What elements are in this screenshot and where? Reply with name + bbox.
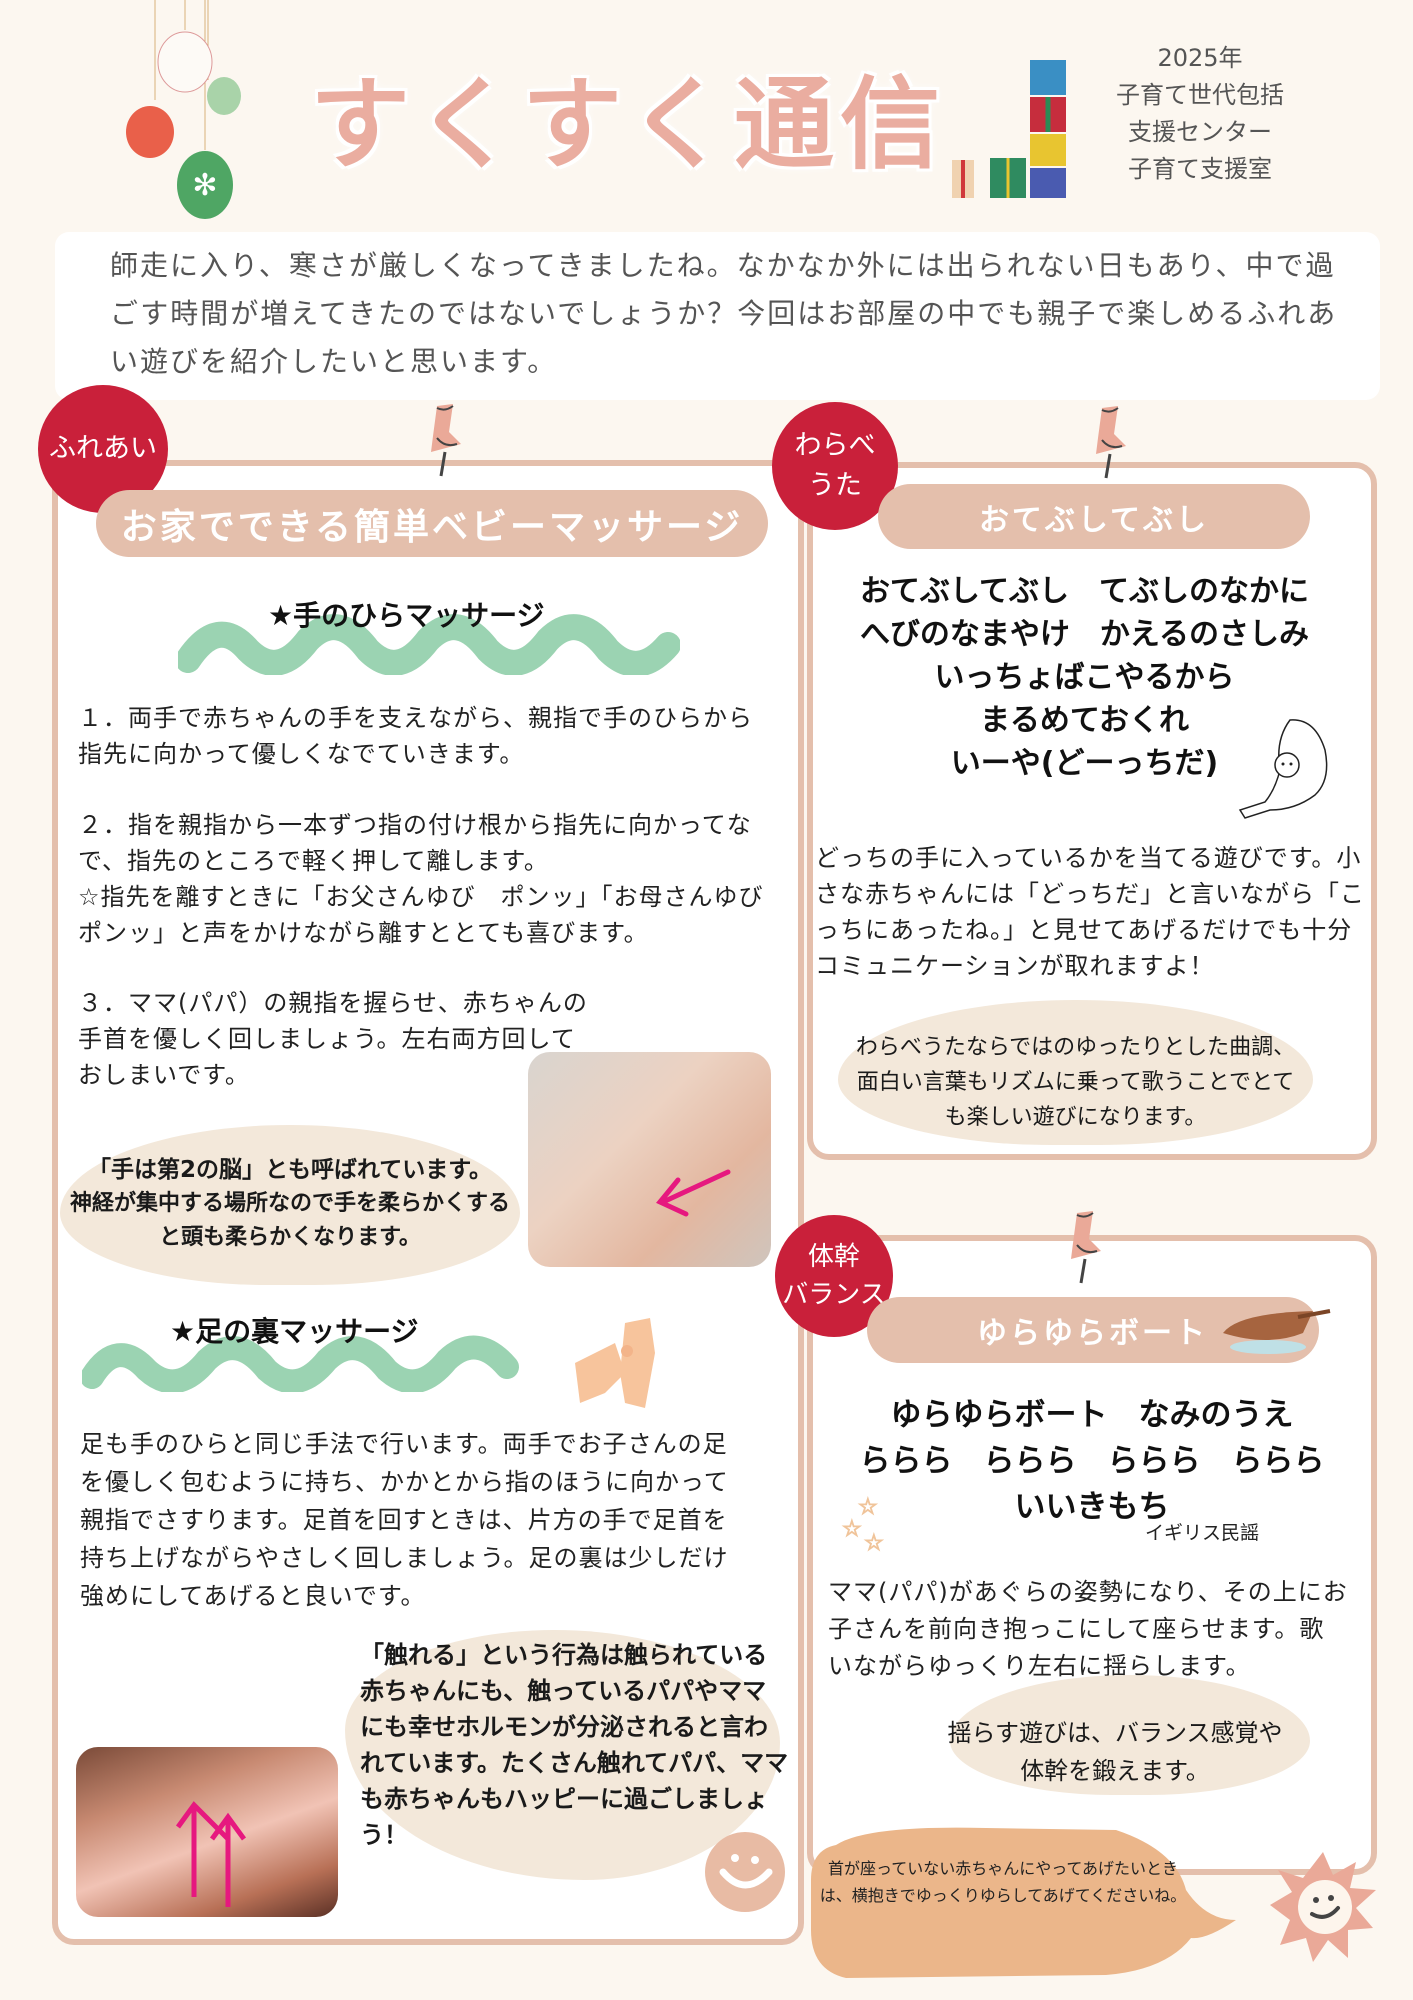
hand-step-1: １．両手で赤ちゃんの手を支えながら、親指で手のひらから指先に向かって優しくなでて… <box>78 704 753 768</box>
section-title-massage: お家でできる簡単ベビーマッサージ <box>96 490 768 557</box>
lyric-line: いっちょばこやるから <box>934 660 1235 695</box>
category-badge-warabeuta: わらべ うた <box>772 402 898 530</box>
yurayura-note: 揺らす遊びは、バランス感覚や 体幹を鍛えます。 <box>910 1714 1320 1790</box>
section-title-text: ゆらゆらボート <box>977 1316 1208 1351</box>
pushpin-icon <box>431 404 461 477</box>
caution-note: 首が座っていない赤ちゃんにやってあげたいときは、横抱きでゆっくりゆらしてあげてく… <box>819 1859 1187 1905</box>
hand-note: 「手は第2の脳」とも呼ばれています。 神経が集中する場所なので手を柔らかくする … <box>50 1153 530 1255</box>
boat-icon <box>1223 1309 1331 1354</box>
org-line-1: 子育て世代包括 <box>1116 81 1284 109</box>
foot-massage-heading: ★足の裏マッサージ <box>170 1315 419 1348</box>
hand-step-2-tip: ☆指先を離すときに「お父さんゆび ポンッ」「お母さんゆび ポンッ」と声をかけなが… <box>78 883 788 947</box>
smiley-face-icon <box>705 1832 785 1912</box>
otebushi-description: どっちの手に入っているかを当てる遊びです。小さな赤ちゃんには「どっちだ」と言いな… <box>815 844 1365 980</box>
svg-text:☆: ☆ <box>864 1531 884 1552</box>
otebushi-lyrics: おてぶしてぶし てぶしのなかに へびのなまやけ かえるのさしみ いっちょばこやる… <box>812 570 1357 785</box>
hand-massage-heading: ★手のひらマッサージ <box>268 599 545 632</box>
song-credit: イギリス民謡 <box>1145 1522 1260 1544</box>
lyric-line: いいきもち <box>1014 1489 1170 1525</box>
badge-label: ふれあい <box>49 433 157 464</box>
svg-text:✻: ✻ <box>192 168 217 203</box>
lyric-line: いーや(どーっちだ) <box>950 746 1219 781</box>
svg-text:☆: ☆ <box>858 1495 878 1520</box>
lyric-line: おてぶしてぶし てぶしのなかに <box>859 574 1310 609</box>
yurayura-description: ママ(パパ)があぐらの姿勢になり、その上にお子さんを前向き抱っこにして座らせます… <box>828 1578 1348 1680</box>
lyric-line: ららら ららら ららら ららら <box>859 1443 1325 1479</box>
stars-icon: ☆ ☆ ☆ <box>841 1494 884 1552</box>
pink-arrows-icon <box>175 1801 247 1907</box>
hand-note-line-2: 神経が集中する場所なので手を柔らかくする <box>69 1191 510 1216</box>
section-title-text: お家でできる簡単ベビーマッサージ <box>120 506 744 548</box>
green-wave-decoration <box>82 1335 519 1392</box>
section-title-text: おてぶしてぶし <box>978 502 1210 538</box>
intro-text: 師走に入り、寒さが厳しくなってきましたね。なかなか外には出られない日もあり、中で… <box>110 249 1338 378</box>
org-line-2: 支援センター <box>1128 118 1272 146</box>
lyric-line: へびのなまやけ かえるのさしみ <box>859 617 1310 652</box>
hand-note-line-1: 「手は第2の脳」とも呼ばれています。 <box>87 1157 492 1183</box>
hand-massage-photo <box>528 1052 771 1267</box>
speech-bubble <box>811 1827 1236 1978</box>
christmas-ornaments-icon: ✻ <box>126 0 241 219</box>
foot-note: 「触れる」という行為は触られている赤ちゃんにも、触っているパパやママにも幸せホル… <box>360 1641 789 1849</box>
organization-info: 2025年 子育て世代包括 支援センター 子育て支援室 <box>1085 40 1315 188</box>
pushpin-icon <box>1071 1211 1101 1284</box>
pushpin-icon <box>1096 406 1126 479</box>
cloud-bubble <box>950 1675 1310 1795</box>
cloud-bubble <box>60 1125 520 1285</box>
sun-smiley-icon <box>1270 1852 1376 1962</box>
yurayura-lyrics: ゆらゆらボート なみのうえ ららら ららら ららら ららら いいきもち <box>812 1392 1372 1530</box>
hand-step-2: ２．指を親指から一本ずつ指の付け根から指先に向かってなで、指先のところで軽く押し… <box>78 811 752 875</box>
gift-boxes-icon <box>952 60 1066 198</box>
org-line-3: 子育て支援室 <box>1128 155 1272 183</box>
section-title-otebushi: おてぶしてぶし <box>878 484 1310 549</box>
cloud-bubble <box>838 1000 1313 1145</box>
foot-massage-photo <box>76 1747 338 1917</box>
svg-text:☆: ☆ <box>842 1517 862 1542</box>
hand-note-line-3: と頭も柔らかくなります。 <box>159 1225 421 1250</box>
mother-and-baby-illustration-icon <box>1238 719 1328 819</box>
newsletter-title: すくすく通信 <box>310 66 946 183</box>
green-wave-decoration <box>178 614 680 675</box>
lyric-line: まるめておくれ <box>979 703 1190 738</box>
badge-label-line-2: バランス <box>782 1280 886 1310</box>
hand-step-3: ３．ママ(パパ）の親指を握らせ、赤ちゃんの手首を優しく回しましょう。左右両方回し… <box>78 989 588 1089</box>
otebushi-note: わらべうたならではのゆったりとした曲調、面白い言葉もリズムに乗って歌うことでとて… <box>855 1035 1296 1130</box>
yurayura-note-line-1: 揺らす遊びは、バランス感覚や <box>947 1719 1283 1747</box>
year: 2025年 <box>1157 44 1243 72</box>
badge-label-line-1: わらべ <box>794 430 876 461</box>
pink-arrow-icon <box>656 1169 731 1217</box>
badge-label-line-1: 体幹 <box>807 1242 860 1272</box>
foot-massage-text: 足も手のひらと同じ手法で行います。両手でお子さんの足を優しく包むように持ち、かか… <box>80 1430 729 1610</box>
badge-label-line-2: うた <box>808 470 862 501</box>
intro-box: 師走に入り、寒さが厳しくなってきましたね。なかなか外には出られない日もあり、中で… <box>55 232 1380 400</box>
foot-massage-illustration-icon <box>575 1318 655 1408</box>
yurayura-note-line-2: 体幹を鍛えます。 <box>1020 1757 1210 1785</box>
lyric-line: ゆらゆらボート なみのうえ <box>890 1397 1294 1433</box>
